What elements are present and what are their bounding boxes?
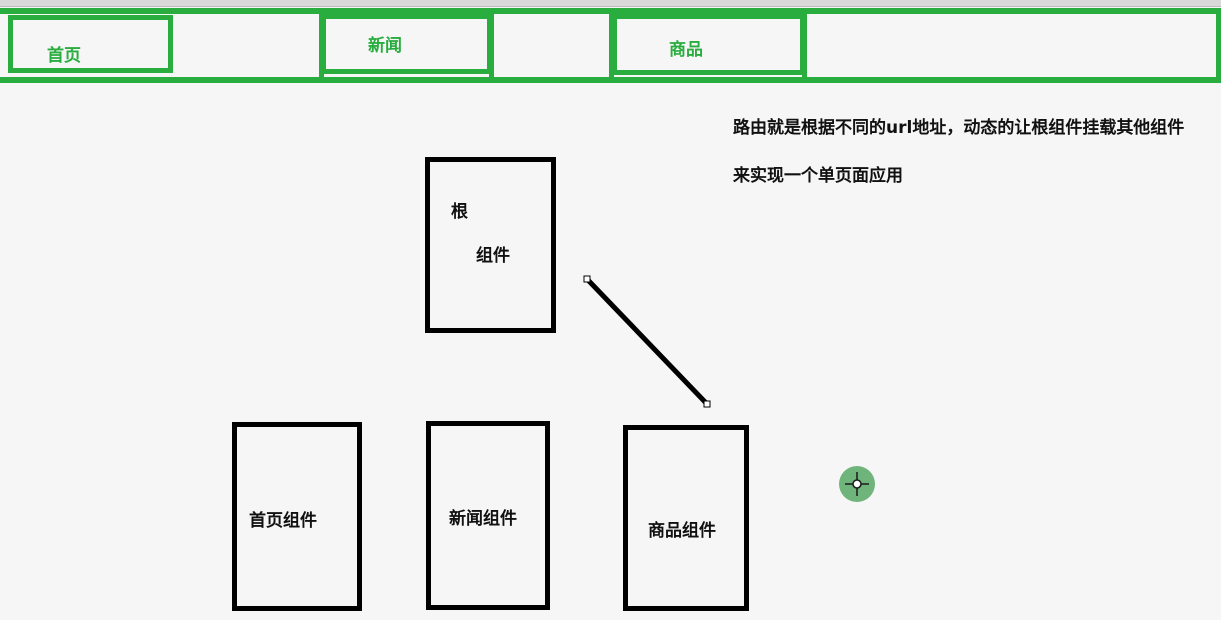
- root-component-label-part2: 组件: [476, 246, 510, 266]
- tab-news[interactable]: 新闻: [321, 14, 492, 74]
- tab-home[interactable]: 首页: [8, 15, 173, 73]
- child-component-box-news: 新闻组件: [426, 421, 550, 610]
- description-line-2: 来实现一个单页面应用: [733, 166, 903, 186]
- description-line-1: 路由就是根据不同的url地址，动态的让根组件挂载其他组件: [733, 118, 1185, 138]
- child-component-box-products: 商品组件: [623, 425, 749, 611]
- connector-stroke: [585, 277, 709, 406]
- nav-divider: [1216, 8, 1221, 83]
- tab-home-label: 首页: [47, 46, 81, 66]
- root-component-box: 根 组件: [425, 157, 556, 333]
- child-component-label-news: 新闻组件: [449, 509, 517, 529]
- child-component-label-products: 商品组件: [648, 521, 716, 541]
- child-component-label-home: 首页组件: [249, 511, 317, 531]
- tab-products-label: 商品: [669, 40, 703, 60]
- connector-handle-end[interactable]: [703, 400, 711, 408]
- connector-handle-start[interactable]: [583, 275, 591, 283]
- nav-divider: [609, 8, 614, 83]
- root-component-label-part1: 根: [451, 202, 468, 222]
- nav-bar: 首页 新闻 商品: [0, 8, 1221, 83]
- child-component-box-home: 首页组件: [232, 422, 362, 611]
- tab-news-label: 新闻: [368, 36, 402, 56]
- tab-products[interactable]: 商品: [612, 14, 805, 75]
- window-top-edge: [0, 0, 1221, 7]
- move-crosshair-icon: [839, 466, 875, 502]
